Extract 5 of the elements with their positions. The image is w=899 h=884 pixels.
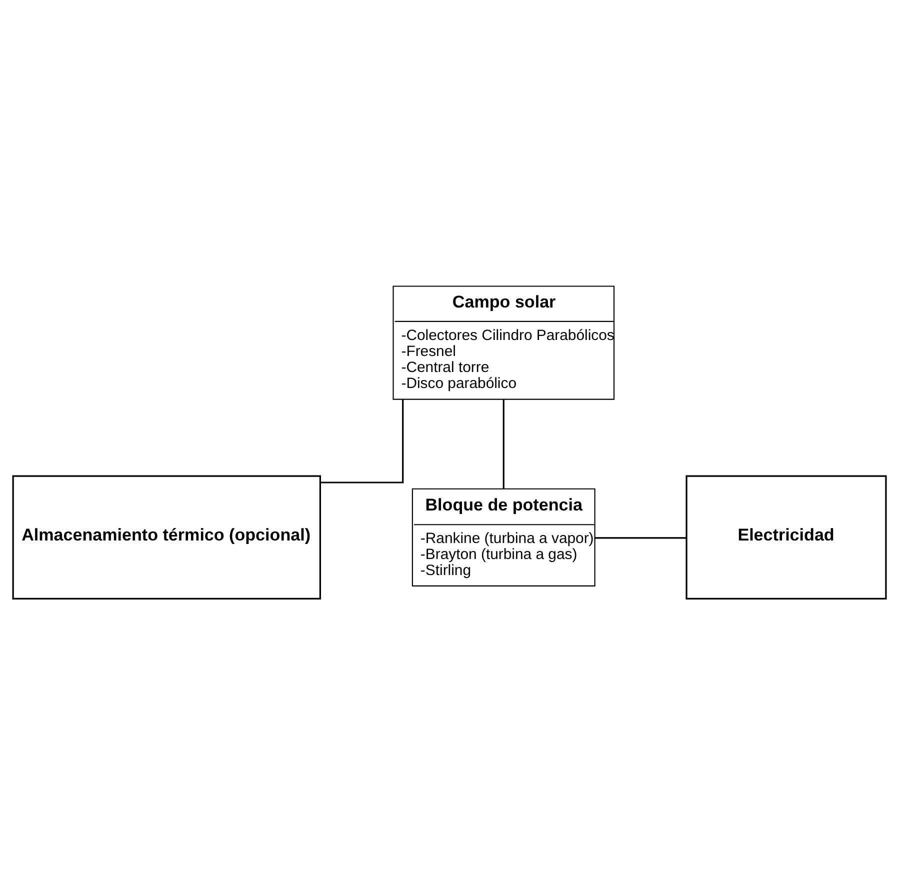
node-box: Electricidad — [686, 474, 887, 600]
connector — [502, 399, 504, 488]
connector — [320, 399, 404, 483]
connector — [594, 536, 686, 538]
node-box: Almacenamiento térmico (opcional) — [12, 474, 321, 600]
